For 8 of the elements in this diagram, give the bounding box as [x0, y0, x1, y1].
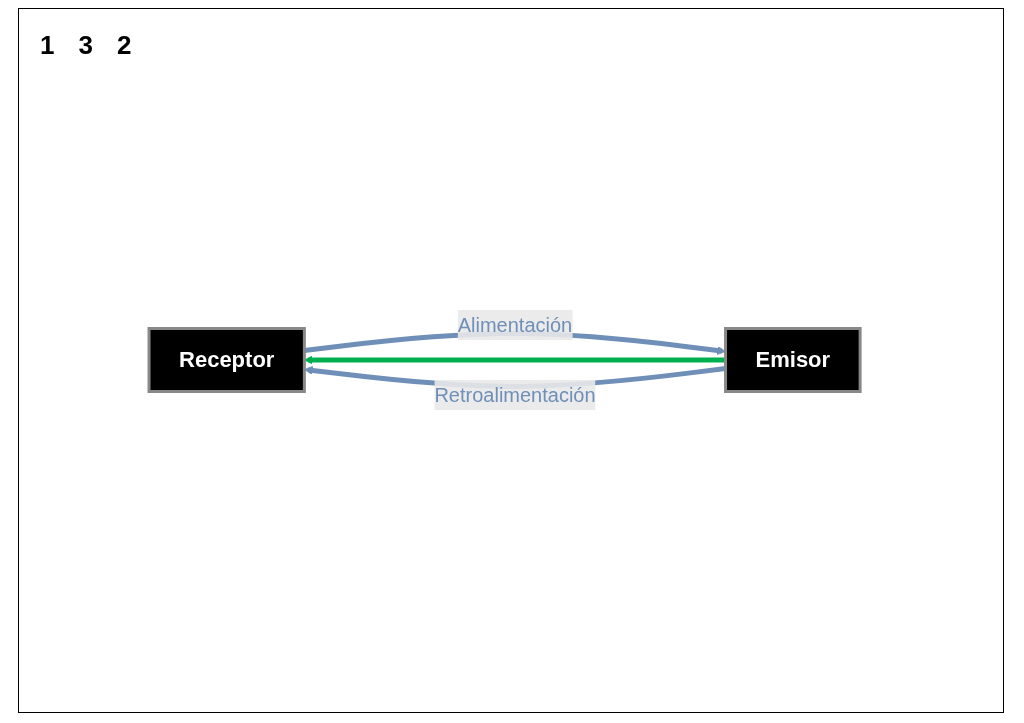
callout-number: 1 — [40, 30, 55, 61]
edge-label: Retroalimentación — [434, 383, 597, 406]
node-box: Receptor — [147, 327, 307, 393]
node-box: Emisor — [724, 327, 863, 393]
edge-label: Alimentación — [458, 314, 573, 336]
arrow — [304, 355, 726, 365]
callout-number: 3 — [78, 30, 93, 61]
callout-number: 2 — [116, 30, 132, 61]
